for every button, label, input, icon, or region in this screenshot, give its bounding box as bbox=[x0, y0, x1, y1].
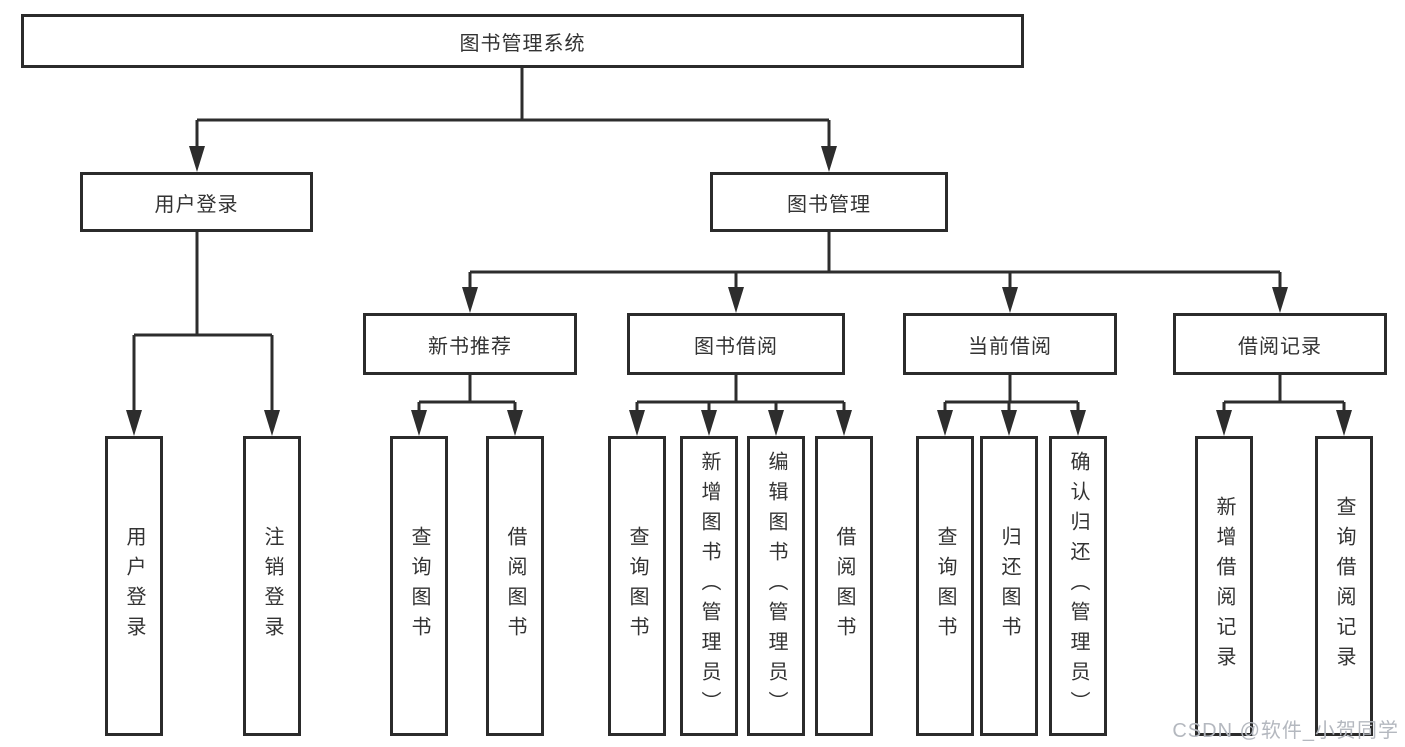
leaf-label: 查询借阅记录 bbox=[1333, 496, 1355, 676]
leaf-label: 用户登录 bbox=[123, 526, 145, 646]
leaf-return-book: 归还图书 bbox=[980, 436, 1038, 736]
leaf-label: 查询图书 bbox=[934, 526, 956, 646]
leaf-query-books-3: 查询图书 bbox=[916, 436, 974, 736]
node-label: 图书管理系统 bbox=[459, 32, 586, 55]
leaf-label: 借阅图书 bbox=[504, 526, 526, 646]
leaf-query-books-2: 查询图书 bbox=[608, 436, 666, 736]
csdn-watermark: CSDN @软件_小贺同学 bbox=[1172, 720, 1399, 742]
node-label: 当前借阅 bbox=[968, 335, 1052, 358]
leaf-label: 注销登录 bbox=[261, 526, 283, 646]
leaf-confirm-return-admin: 确认归还（管理员） bbox=[1049, 436, 1107, 736]
leaf-label: 查询图书 bbox=[626, 526, 648, 646]
leaf-add-borrow-record: 新增借阅记录 bbox=[1195, 436, 1253, 736]
node-user-login: 用户登录 bbox=[80, 172, 313, 232]
leaf-label: 编辑图书（管理员） bbox=[765, 451, 787, 721]
node-label: 图书借阅 bbox=[694, 335, 778, 358]
leaf-user-login: 用户登录 bbox=[105, 436, 163, 736]
leaf-label: 借阅图书 bbox=[833, 526, 855, 646]
leaf-label: 新增借阅记录 bbox=[1213, 496, 1235, 676]
leaf-borrow-books-2: 借阅图书 bbox=[815, 436, 873, 736]
leaf-query-borrow-record: 查询借阅记录 bbox=[1315, 436, 1373, 736]
leaf-label: 确认归还（管理员） bbox=[1067, 451, 1089, 721]
leaf-label: 新增图书（管理员） bbox=[698, 451, 720, 721]
node-label: 用户登录 bbox=[154, 193, 239, 216]
node-book-borrow: 图书借阅 bbox=[627, 313, 845, 375]
leaf-label: 归还图书 bbox=[998, 526, 1020, 646]
node-label: 图书管理 bbox=[787, 193, 871, 216]
node-label: 借阅记录 bbox=[1238, 335, 1322, 358]
node-library-management-system: 图书管理系统 bbox=[21, 14, 1024, 68]
node-current-borrow: 当前借阅 bbox=[903, 313, 1117, 375]
node-label: 新书推荐 bbox=[428, 335, 512, 358]
leaf-label: 查询图书 bbox=[408, 526, 430, 646]
leaf-borrow-books-1: 借阅图书 bbox=[486, 436, 544, 736]
node-borrow-record: 借阅记录 bbox=[1173, 313, 1387, 375]
leaf-edit-book-admin: 编辑图书（管理员） bbox=[747, 436, 805, 736]
leaf-add-book-admin: 新增图书（管理员） bbox=[680, 436, 738, 736]
node-book-management: 图书管理 bbox=[710, 172, 948, 232]
leaf-logout: 注销登录 bbox=[243, 436, 301, 736]
leaf-query-books-1: 查询图书 bbox=[390, 436, 448, 736]
node-new-book-recommend: 新书推荐 bbox=[363, 313, 577, 375]
